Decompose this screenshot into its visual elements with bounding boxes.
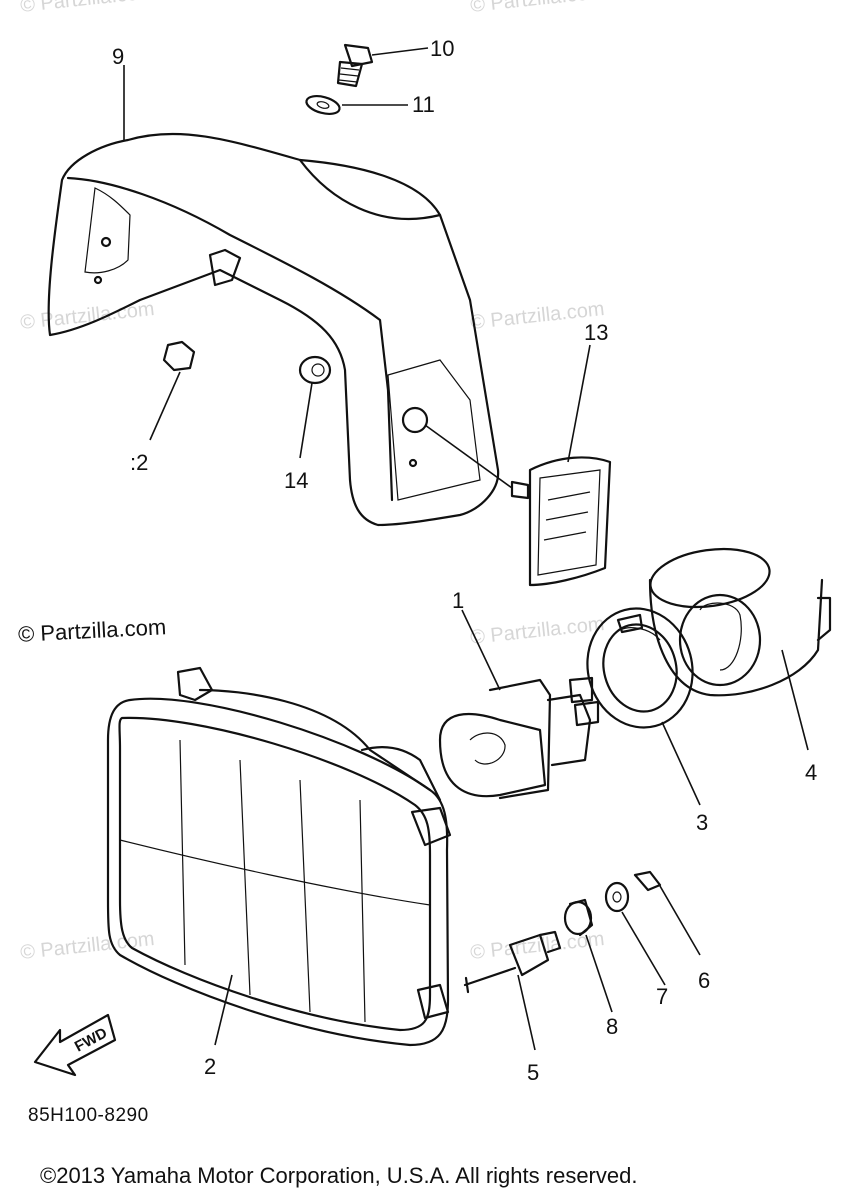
part-2-headlight <box>106 666 452 1047</box>
callout-13: 13 <box>584 320 608 345</box>
part-1-bulb <box>438 676 600 800</box>
callout-7: 7 <box>656 984 668 1009</box>
callout-8: 8 <box>606 1014 618 1039</box>
callout-5: 5 <box>527 1060 539 1085</box>
footer-copyright: ©2013 Yamaha Motor Corporation, U.S.A. A… <box>40 1163 638 1188</box>
callout-10: 10 <box>430 36 454 61</box>
callout-14: 14 <box>284 468 308 493</box>
callout-12: :2 <box>130 450 148 475</box>
part-4-socket-cover <box>648 547 832 697</box>
part-7-washer <box>604 881 630 913</box>
leader-lines <box>123 47 809 1051</box>
figure-code: 85H100-8290 <box>28 1105 149 1126</box>
part-14-grommet <box>298 355 332 385</box>
callout-6: 6 <box>698 968 710 993</box>
callout-3: 3 <box>696 810 708 835</box>
part-8-pilot-bulb <box>563 898 594 937</box>
fwd-label: FWD <box>72 1024 110 1055</box>
part-9-housing-cover <box>47 132 500 527</box>
callout-2: 2 <box>204 1054 216 1079</box>
part-12-nut <box>162 340 196 372</box>
part-6-clip <box>633 870 662 892</box>
callout-4: 4 <box>805 760 817 785</box>
part-3-retainer <box>586 607 694 729</box>
callout-1: 1 <box>452 588 464 613</box>
part-10-bolt <box>336 43 374 88</box>
callouts: 1 2 3 4 5 6 7 8 9 10 11 :2 13 14 <box>112 36 817 1085</box>
callout-11: 11 <box>412 92 435 117</box>
part-5-pilot-socket <box>463 930 562 994</box>
part-11-washer <box>305 95 341 115</box>
callout-9: 9 <box>112 44 124 69</box>
part-13-reflector <box>510 456 612 587</box>
forward-arrow: FWD <box>33 1013 117 1077</box>
